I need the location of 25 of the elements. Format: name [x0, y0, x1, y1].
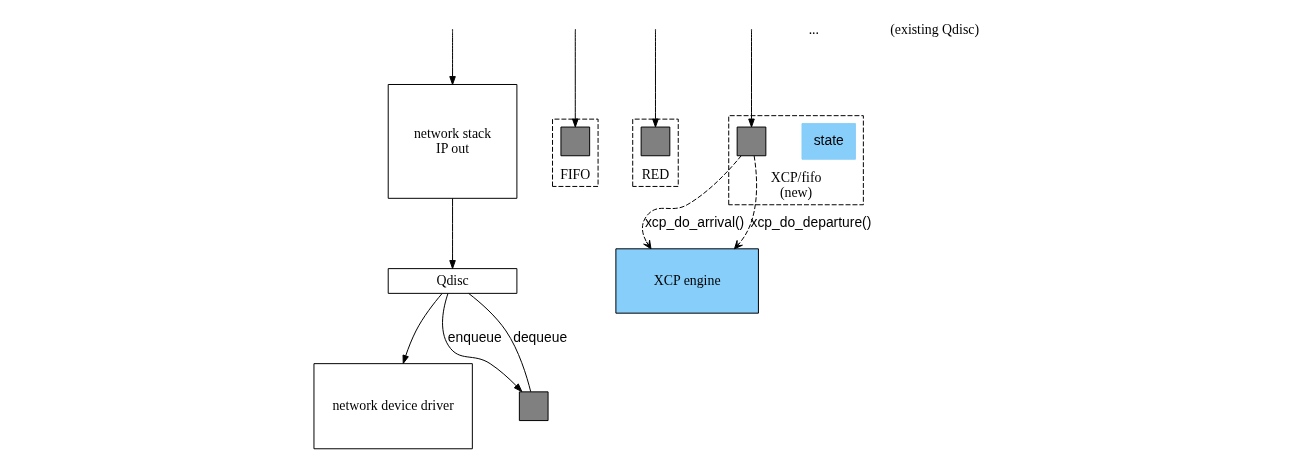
- node-box: [559, 126, 590, 157]
- node-box: [640, 126, 670, 157]
- arrow: [641, 155, 742, 250]
- node-box: Qdisc: [387, 268, 517, 294]
- arrow: [733, 155, 757, 250]
- connector: [467, 292, 531, 393]
- node-box: network device driver: [312, 363, 473, 450]
- edge-label: enqueue: [447, 329, 502, 346]
- label: ...: [808, 21, 819, 37]
- node-box: [736, 126, 766, 157]
- arrow: [448, 197, 456, 269]
- arrow: [747, 30, 755, 128]
- arrow: [441, 292, 522, 393]
- node-box: XCP engine: [614, 248, 759, 314]
- node-box: network stack IP out: [387, 84, 517, 199]
- node-box: [518, 391, 549, 422]
- edge-label: dequeue: [512, 329, 567, 346]
- arrow: [651, 30, 659, 128]
- edge-label: xcp_do_departure(): [749, 214, 871, 231]
- arrow: [448, 30, 456, 85]
- node-box: state: [801, 123, 856, 160]
- label: (existing Qdisc): [889, 21, 979, 37]
- arrow: [571, 30, 579, 128]
- arrow: [402, 293, 442, 364]
- edge-label: xcp_do_arrival(): [644, 214, 744, 231]
